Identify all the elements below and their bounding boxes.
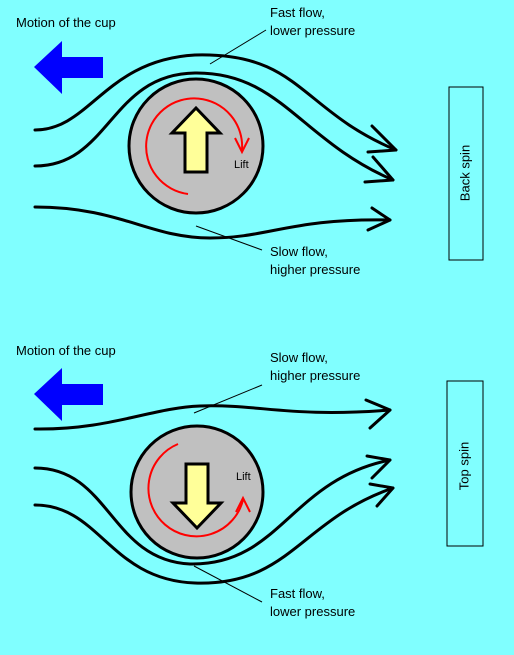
top-flow-arrowhead-2 bbox=[363, 155, 395, 184]
top-flow-line-1 bbox=[33, 53, 398, 152]
bottom-upper-note-line2: higher pressure bbox=[270, 368, 360, 383]
top-flow-line-3 bbox=[33, 205, 392, 240]
top-lower-note-line2: higher pressure bbox=[270, 262, 360, 277]
bottom-upper-note-line1: Slow flow, bbox=[270, 350, 328, 365]
bottom-lift-arrow bbox=[169, 462, 225, 531]
top-lower-leader bbox=[195, 225, 263, 251]
top-upper-note-line2: lower pressure bbox=[270, 23, 355, 38]
bottom-flow-line-3 bbox=[33, 486, 395, 585]
bottom-flow-arrowhead-3 bbox=[368, 482, 395, 508]
bottom-flow-lines bbox=[33, 398, 395, 585]
top-upper-leader bbox=[209, 29, 267, 65]
top-flow-line-2 bbox=[33, 71, 395, 182]
top-motion-label: Motion of the cup bbox=[16, 15, 116, 30]
top-spin-arrow bbox=[147, 443, 244, 538]
top-motion-arrow bbox=[34, 41, 103, 94]
top-lift-label: Lift bbox=[234, 159, 249, 171]
bottom-flow-line-1 bbox=[33, 404, 392, 431]
top-upper-note-line1: Fast flow, bbox=[270, 5, 325, 20]
top-spin-label: Top spin bbox=[456, 442, 471, 490]
bottom-flow-arrowhead-2 bbox=[365, 454, 392, 480]
back-spin-box bbox=[448, 86, 484, 261]
bottom-lower-note-line2: lower pressure bbox=[270, 604, 355, 619]
bottom-lower-note-line1: Fast flow, bbox=[270, 586, 325, 601]
bottom-upper-leader bbox=[193, 384, 263, 414]
top-flow-arrowhead-1 bbox=[366, 124, 398, 154]
back-spin-arrowhead bbox=[234, 137, 250, 155]
top-flow-arrowhead-3 bbox=[366, 206, 392, 232]
bottom-flow-arrowhead-1 bbox=[364, 398, 392, 430]
bottom-motion-label: Motion of the cup bbox=[16, 343, 116, 358]
top-lift-arrow bbox=[168, 105, 224, 174]
back-spin-arrow bbox=[145, 97, 244, 195]
top-flow-lines bbox=[33, 53, 398, 240]
top-lower-note-line1: Slow flow, bbox=[270, 244, 328, 259]
top-spin-box bbox=[446, 380, 484, 547]
bottom-flow-line-2 bbox=[33, 458, 392, 566]
top-spin-panel: Motion of the cup Lift Slow flow, higher… bbox=[16, 343, 484, 619]
bottom-lower-leader bbox=[193, 565, 263, 603]
top-spin-arrowhead bbox=[235, 495, 251, 513]
back-spin-panel: Motion of the cup Lift Fast flow, lower … bbox=[16, 5, 484, 277]
bottom-lift-label: Lift bbox=[236, 471, 251, 483]
bottom-motion-arrow bbox=[34, 368, 103, 421]
back-spin-label: Back spin bbox=[457, 145, 472, 201]
